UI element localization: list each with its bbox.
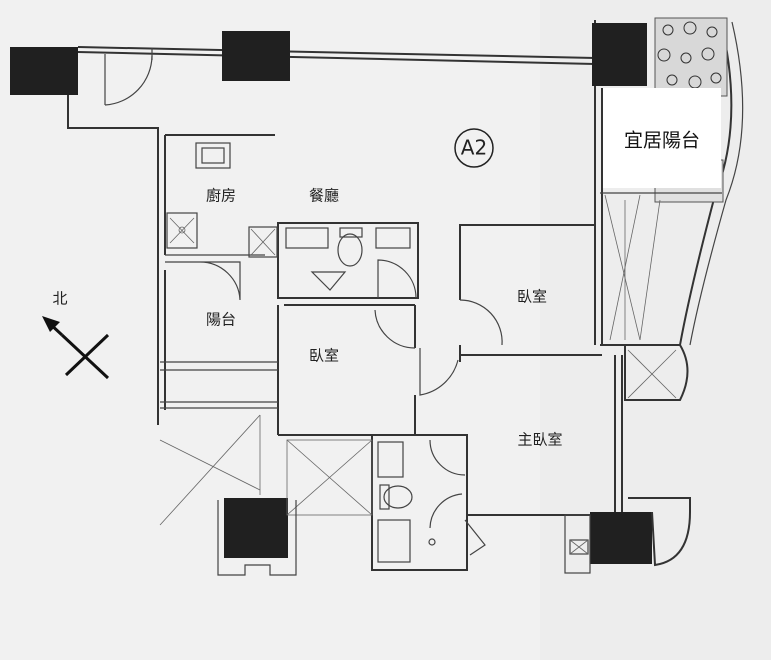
room-label-bedroom-east: 臥室 (517, 288, 547, 306)
room-label-dining: 餐廳 (309, 187, 339, 205)
room-label-master-bedroom: 主臥室 (517, 431, 562, 449)
balcony-glazing (600, 192, 722, 341)
unit-label: A2 (461, 136, 487, 160)
compass-label: 北 (52, 290, 67, 308)
lower-left-balcony (159, 361, 373, 576)
room-label-bedroom-north: 臥室 (309, 347, 339, 365)
bath-upper (199, 222, 419, 301)
room-label-kitchen: 廚房 (206, 187, 236, 205)
room-label-balcony: 陽台 (206, 311, 236, 329)
room-label-sky-balcony: 宜居陽台 (624, 130, 700, 152)
kitchen-fixtures (165, 142, 265, 263)
north-arrow-icon (42, 316, 110, 380)
sky-balcony-label-box: 宜居陽台 (603, 88, 721, 188)
service-balcony (564, 344, 691, 574)
structural-columns (10, 23, 652, 564)
compass: 北 (42, 290, 110, 380)
interior-walls (277, 224, 623, 516)
outer-walls (67, 17, 744, 425)
unit-badge: A2 (454, 128, 494, 168)
entry-door (104, 48, 153, 106)
